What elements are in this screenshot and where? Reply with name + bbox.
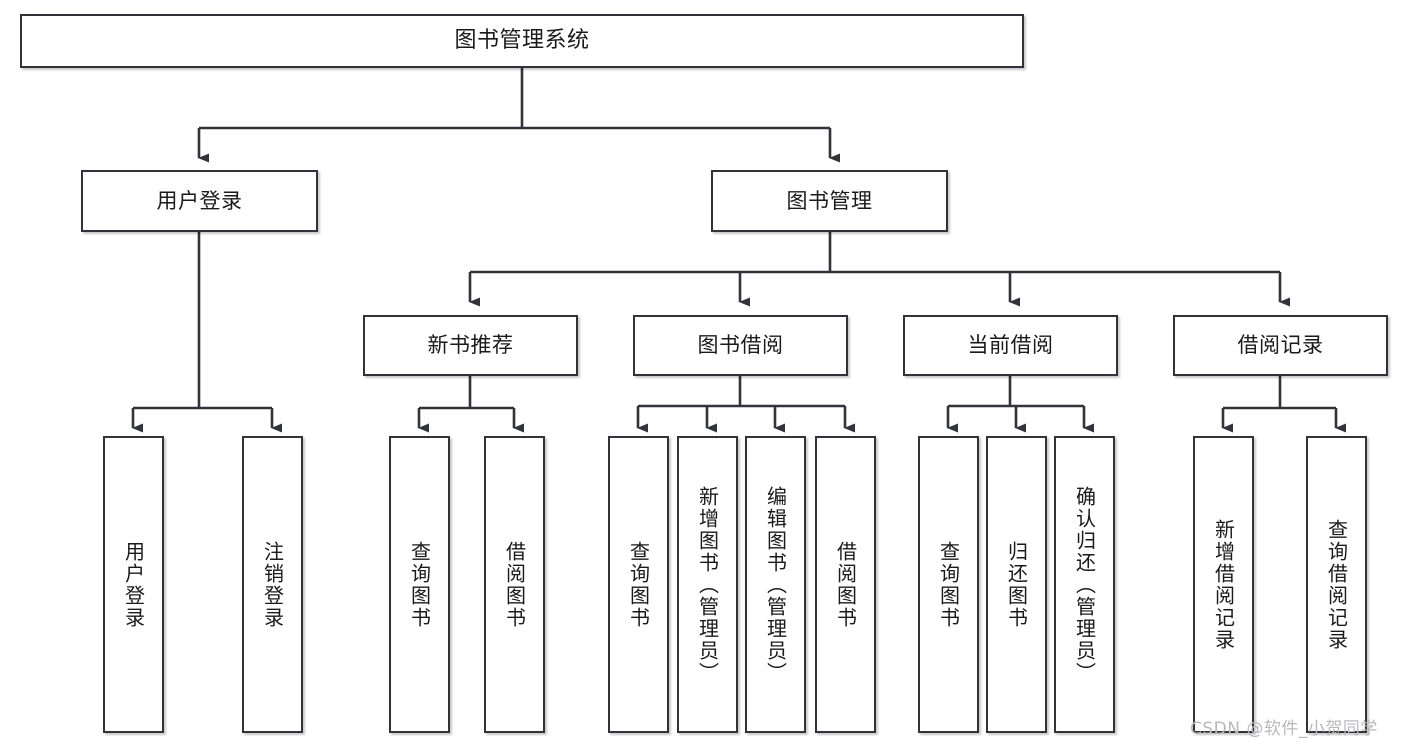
node-borrow-record-label: 借阅记录	[1237, 333, 1324, 358]
leaf-edit-book-admin[interactable]: 编辑图书（管理员）	[745, 436, 806, 733]
leaf-user-login-label: 用户登录	[121, 540, 146, 629]
node-current-borrow[interactable]: 当前借阅	[903, 315, 1118, 376]
node-book-borrow-label: 图书借阅	[697, 333, 784, 358]
leaf-new-book-query-label: 查询图书	[407, 540, 432, 629]
leaf-add-book-admin[interactable]: 新增图书（管理员）	[677, 436, 738, 733]
node-book-borrow[interactable]: 图书借阅	[633, 315, 848, 376]
node-book-management-label: 图书管理	[786, 188, 873, 213]
leaf-confirm-return-admin[interactable]: 确认归还（管理员）	[1054, 436, 1115, 733]
node-user-login-label: 用户登录	[156, 188, 243, 213]
watermark: CSDN @软件_小贺同学	[1190, 719, 1378, 739]
node-borrow-record[interactable]: 借阅记录	[1173, 315, 1388, 376]
leaf-edit-book-admin-label: 编辑图书（管理员）	[763, 485, 788, 684]
node-book-management[interactable]: 图书管理	[711, 170, 948, 232]
leaf-confirm-return-admin-label: 确认归还（管理员）	[1072, 485, 1097, 684]
leaf-query-borrow-record-label: 查询借阅记录	[1324, 518, 1349, 651]
node-current-borrow-label: 当前借阅	[967, 333, 1054, 358]
leaf-user-login[interactable]: 用户登录	[103, 436, 164, 733]
leaf-add-book-admin-label: 新增图书（管理员）	[695, 485, 720, 684]
leaf-add-borrow-record-label: 新增借阅记录	[1211, 518, 1236, 651]
node-new-book-recommend[interactable]: 新书推荐	[363, 315, 578, 376]
leaf-current-query-book-label: 查询图书	[936, 540, 961, 629]
leaf-logout[interactable]: 注销登录	[242, 436, 303, 733]
node-new-book-recommend-label: 新书推荐	[427, 333, 514, 358]
leaf-query-borrow-record[interactable]: 查询借阅记录	[1306, 436, 1367, 733]
node-root-label: 图书管理系统	[454, 28, 590, 54]
leaf-logout-label: 注销登录	[260, 540, 285, 629]
leaf-return-book-label: 归还图书	[1004, 540, 1029, 629]
leaf-borrow-book[interactable]: 借阅图书	[815, 436, 876, 733]
node-root[interactable]: 图书管理系统	[20, 14, 1024, 68]
node-user-login[interactable]: 用户登录	[81, 170, 318, 232]
leaf-new-book-borrow[interactable]: 借阅图书	[484, 436, 545, 733]
leaf-borrow-query-book[interactable]: 查询图书	[608, 436, 669, 733]
leaf-new-book-borrow-label: 借阅图书	[502, 540, 527, 629]
leaf-add-borrow-record[interactable]: 新增借阅记录	[1193, 436, 1254, 733]
leaf-borrow-query-book-label: 查询图书	[626, 540, 651, 629]
leaf-borrow-book-label: 借阅图书	[833, 540, 858, 629]
leaf-current-query-book[interactable]: 查询图书	[918, 436, 979, 733]
leaf-return-book[interactable]: 归还图书	[986, 436, 1047, 733]
leaf-new-book-query[interactable]: 查询图书	[389, 436, 450, 733]
